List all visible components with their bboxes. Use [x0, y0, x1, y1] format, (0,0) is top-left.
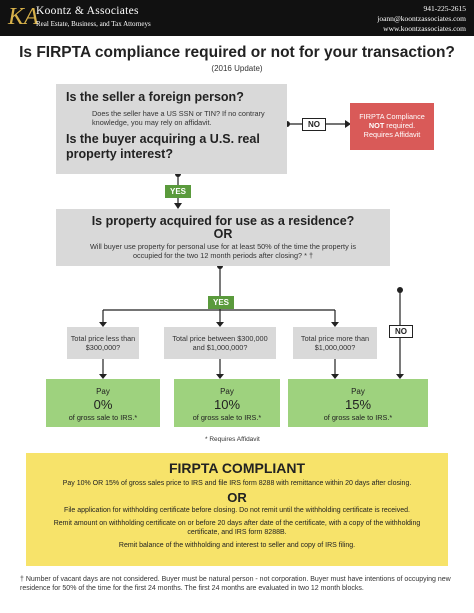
not-required-line1: FIRPTA Compliance — [359, 112, 425, 121]
price-box-under-300k-text: Total price less than $300,000? — [70, 334, 136, 352]
arrow-pay-2 — [216, 374, 224, 379]
pay-label-0: Pay — [96, 387, 110, 396]
pay-value-10: 10% — [213, 397, 241, 412]
pay-desc-10: of gross sale to IRS.* — [192, 413, 262, 422]
price-box-under-300k: Total price less than $300,000? — [67, 327, 139, 359]
price-box-300k-1m-text: Total price between $300,000 and $1,000,… — [172, 334, 268, 352]
header-bar: KA Koontz & Associates Real Estate, Busi… — [0, 0, 474, 36]
pay-label-15: Pay — [351, 387, 365, 396]
arrow-pay-1 — [99, 374, 107, 379]
pay-desc-0: of gross sale to IRS.* — [68, 413, 138, 422]
compliant-line2: File application for withholding certifi… — [64, 507, 410, 514]
page-title: Is FIRPTA compliance required or not for… — [19, 44, 455, 61]
affidavit-note: * Requires Affidavit — [205, 436, 260, 443]
question-box-residence: Is property acquired for use as a reside… — [56, 209, 390, 266]
not-required-line3: required. — [384, 121, 416, 130]
arrow-price-2 — [216, 322, 224, 327]
price-box-300k-1m: Total price between $300,000 and $1,000,… — [164, 327, 276, 359]
pay-box-15-percent: Pay 15% of gross sale to IRS.* — [288, 379, 428, 427]
question-buyer-acquiring: Is the buyer acquiring a U.S. real prope… — [66, 132, 260, 161]
pay-value-0: 0% — [93, 397, 113, 412]
question-box-foreign-seller: Is the seller a foreign person? Does the… — [56, 84, 287, 174]
question-residence-or: OR — [213, 227, 233, 241]
pay-desc-15: of gross sale to IRS.* — [323, 413, 393, 422]
compliant-or: OR — [227, 490, 247, 505]
arrow-red — [345, 120, 351, 128]
yes-badge-residence: YES — [208, 296, 234, 309]
arrow-pay-3 — [331, 374, 339, 379]
firm-name: Koontz & Associates — [36, 5, 139, 17]
price-box-over-1m: Total price more than $1,000,000? — [293, 327, 377, 359]
dot-no2-top — [397, 287, 403, 293]
no-badge-residence: NO — [389, 325, 413, 338]
question-foreign-seller-detail: Does the seller have a US SSN or TIN? If… — [92, 109, 265, 127]
pay-box-0-percent: Pay 0% of gross sale to IRS.* — [46, 379, 160, 427]
not-required-box: FIRPTA Compliance NOT required. Requires… — [350, 103, 434, 150]
not-required-emphasis: NOT — [368, 121, 385, 130]
no-badge-seller: NO — [302, 118, 326, 131]
not-required-line2: NOT required. — [350, 121, 434, 130]
arrow-q2 — [174, 203, 182, 209]
question-residence: Is property acquired for use as a reside… — [91, 214, 355, 228]
phone-number: 941-225-2615 — [423, 4, 467, 13]
footnote: † Number of vacant days are not consider… — [20, 576, 451, 592]
firpta-compliant-box: FIRPTA COMPLIANT Pay 10% OR 15% of gross… — [26, 453, 448, 566]
contact-block: 941-225-2615 joann@koontzassociates.com … — [377, 4, 466, 34]
price-box-over-1m-text: Total price more than $1,000,000? — [300, 334, 370, 352]
pay-label-10: Pay — [220, 387, 234, 396]
email-address[interactable]: joann@koontzassociates.com — [377, 14, 466, 23]
website-link[interactable]: www.koontzassociates.com — [383, 24, 466, 33]
compliant-title: FIRPTA COMPLIANT — [168, 460, 306, 476]
compliant-line4: Remit balance of the withholding and int… — [118, 542, 356, 549]
arrow-price-1 — [99, 322, 107, 327]
question-residence-detail: Will buyer use property for personal use… — [89, 242, 357, 260]
question-foreign-seller: Is the seller a foreign person? — [66, 90, 244, 104]
not-required-line4: Requires Affidavit — [363, 130, 421, 139]
pay-value-15: 15% — [344, 397, 372, 412]
compliant-line1: Pay 10% OR 15% of gross sales price to I… — [62, 480, 412, 487]
yes-badge-seller: YES — [165, 185, 191, 198]
firm-tagline: Real Estate, Business, and Tax Attorneys — [36, 20, 151, 28]
compliant-line3: Remit amount on withholding certificate … — [53, 520, 421, 536]
page-subtitle: (2016 Update) — [211, 64, 263, 73]
arrow-no2 — [396, 374, 404, 379]
arrow-price-3 — [331, 322, 339, 327]
pay-box-10-percent: Pay 10% of gross sale to IRS.* — [174, 379, 280, 427]
